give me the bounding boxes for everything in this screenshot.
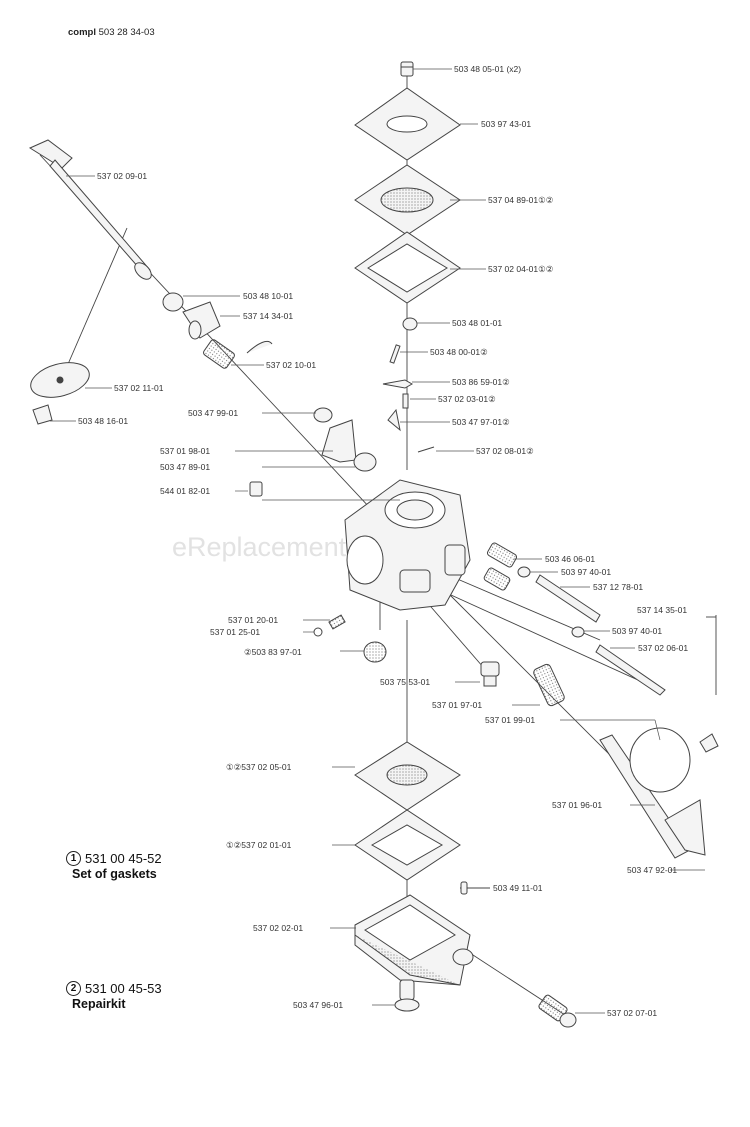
kit-number: 531 00 45-53 (85, 981, 162, 996)
label-537-02-03-01: 537 02 03-01② (438, 394, 496, 404)
label-537-02-10-01: 537 02 10-01 (266, 360, 316, 370)
label-537-02-07-01: 537 02 07-01 (607, 1008, 657, 1018)
label-503-83-97-01: ②503 83 97-01 (244, 647, 302, 657)
label-537-01-20-01: 537 01 20-01 (228, 615, 278, 625)
kit-legend-gaskets: 1 531 00 45-52 Set of gaskets (66, 851, 162, 881)
label-537-02-02-01: 537 02 02-01 (253, 923, 303, 933)
label-544-01-82-01: 544 01 82-01 (160, 486, 210, 496)
kit-badge: 1 (66, 851, 81, 866)
label-537-02-06-01: 537 02 06-01 (638, 643, 688, 653)
label-503-47-96-01: 503 47 96-01 (293, 1000, 343, 1010)
page-header: compl 503 28 34-03 (68, 27, 155, 38)
label-503-48-05-01: 503 48 05-01 (x2) (454, 64, 521, 74)
label-503-48-10-01: 503 48 10-01 (243, 291, 293, 301)
label-537-14-35-01: 537 14 35-01 (637, 605, 687, 615)
label-503-97-40-01-b: 503 97 40-01 (612, 626, 662, 636)
label-537-02-05-01: ①②537 02 05-01 (226, 762, 292, 772)
label-503-47-99-01: 503 47 99-01 (188, 408, 238, 418)
label-537-01-99-01: 537 01 99-01 (485, 715, 535, 725)
part-labels: 503 48 05-01 (x2) 503 97 43-01 537 04 89… (78, 64, 688, 1018)
label-503-46-06-01: 503 46 06-01 (545, 554, 595, 564)
kit-badge: 2 (66, 981, 81, 996)
label-537-01-96-01: 537 01 96-01 (552, 800, 602, 810)
label-leaders (50, 68, 705, 1014)
label-537-12-78-01: 537 12 78-01 (593, 582, 643, 592)
label-537-14-34-01: 537 14 34-01 (243, 311, 293, 321)
label-503-49-11-01: 503 49 11-01 (493, 883, 543, 893)
label-503-48-01-01: 503 48 01-01 (452, 318, 502, 328)
label-537-02-04-01: 537 02 04-01①② (488, 264, 554, 274)
header-number: 503 28 34-03 (98, 27, 155, 38)
label-537-01-98-01: 537 01 98-01 (160, 446, 210, 456)
label-503-86-59-01: 503 86 59-01② (452, 377, 510, 387)
label-503-97-40-01-a: 503 97 40-01 (561, 567, 611, 577)
label-537-04-89-01: 537 04 89-01①② (488, 195, 554, 205)
label-503-48-16-01: 503 48 16-01 (78, 416, 128, 426)
label-537-02-09-01: 537 02 09-01 (97, 171, 147, 181)
label-537-02-08-01: 537 02 08-01② (476, 446, 534, 456)
kit-legend-repairkit: 2 531 00 45-53 Repairkit (66, 981, 162, 1011)
label-537-02-01-01: ①②537 02 01-01 (226, 840, 292, 850)
label-503-97-43-01: 503 97 43-01 (481, 119, 531, 129)
label-537-01-97-01: 537 01 97-01 (432, 700, 482, 710)
label-503-48-00-01: 503 48 00-01② (430, 347, 488, 357)
label-537-02-11-01: 537 02 11-01 (114, 383, 164, 393)
header-prefix: compl (68, 27, 96, 38)
label-503-75-53-01: 503 75 53-01 (380, 677, 430, 687)
kit-description: Set of gaskets (72, 867, 157, 881)
kit-number: 531 00 45-52 (85, 851, 162, 866)
label-503-47-89-01: 503 47 89-01 (160, 462, 210, 472)
label-503-47-92-01: 503 47 92-01 (627, 865, 677, 875)
part-shapes (28, 61, 719, 1028)
label-503-47-97-01: 503 47 97-01② (452, 417, 510, 427)
label-537-01-25-01: 537 01 25-01 (210, 627, 260, 637)
kit-description: Repairkit (72, 997, 126, 1011)
